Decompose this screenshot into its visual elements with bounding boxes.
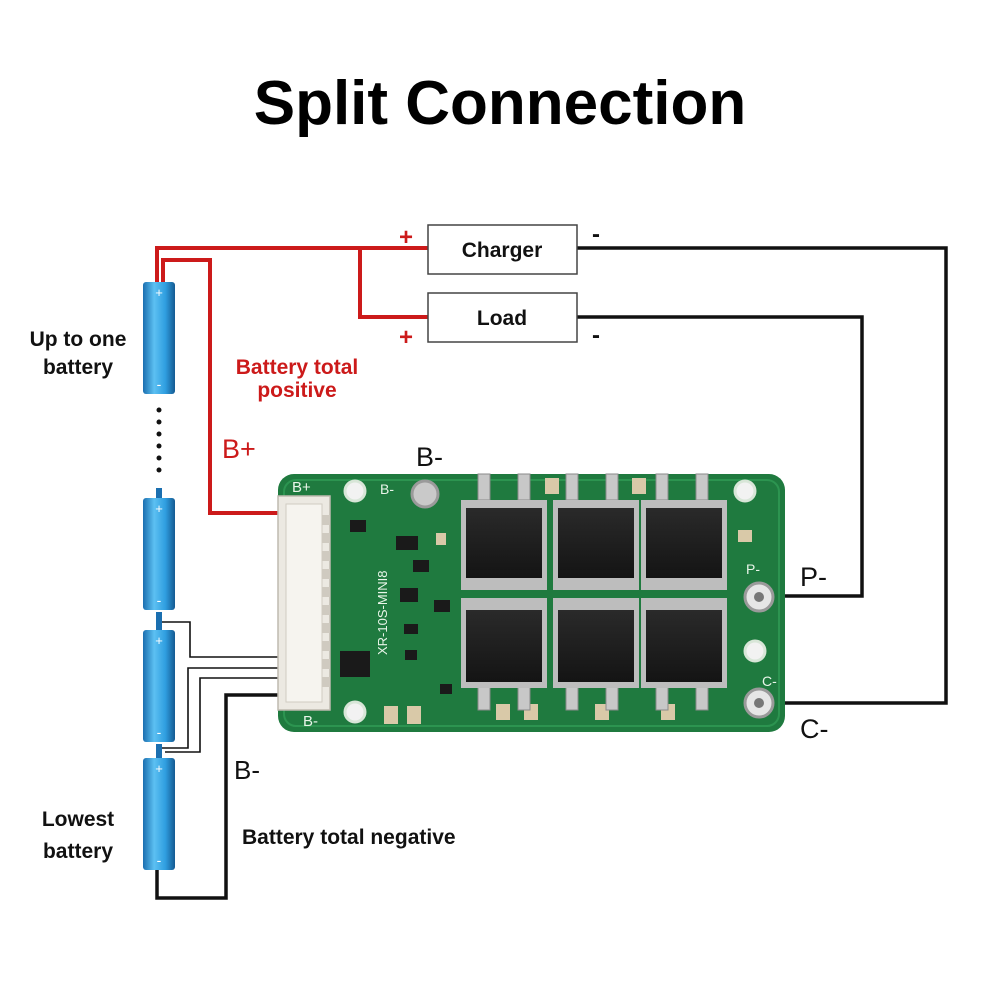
wire-positive-b-plus [161, 258, 278, 515]
b-plus-label: B+ [222, 434, 256, 464]
charger-plus: + [399, 224, 413, 251]
load-minus: - [592, 322, 600, 349]
svg-text:-: - [157, 724, 162, 740]
positive-caption-line1: Battery total [236, 356, 359, 379]
mosfet-row-top [461, 500, 727, 590]
load-label: Load [477, 307, 527, 330]
svg-text:+: + [155, 633, 163, 648]
svg-text:+: + [155, 501, 163, 516]
bottom-battery-label-line1: Lowest [42, 808, 114, 831]
wire-charger-minus [577, 246, 948, 705]
svg-text:-: - [157, 592, 162, 608]
positive-wires [155, 246, 428, 515]
charger-minus: - [592, 221, 600, 248]
top-battery-label-line1: Up to one [30, 328, 127, 351]
negative-wires [155, 246, 948, 900]
p-minus-label: P- [800, 562, 827, 592]
charger-box [427, 224, 578, 275]
board-model: XR-10S-MINI8 [375, 570, 390, 655]
battery-cell-lowest: + - [143, 758, 175, 870]
silk-b-plus: B+ [292, 479, 311, 496]
bottom-battery-label-line2: battery [43, 840, 113, 863]
balance-connector [277, 495, 331, 711]
battery-cell: + - [143, 498, 175, 610]
charger-label: Charger [462, 239, 543, 262]
load-plus: + [399, 324, 413, 351]
svg-text:-: - [157, 376, 162, 392]
negative-caption: Battery total negative [242, 826, 456, 849]
svg-text:+: + [155, 285, 163, 300]
silk-b-minus-top: B- [380, 481, 394, 497]
bms-board: B+ B- B- P- C- XR-10S-MINI8 [277, 473, 785, 732]
b-minus-top-label: B- [416, 442, 443, 472]
battery-cell: + - [143, 630, 175, 742]
page-title: Split Connection [253, 69, 747, 138]
wire-battery-total-negative [155, 693, 278, 900]
wire-positive-load [358, 248, 428, 319]
battery-stack: + - + - + - + - [143, 282, 175, 870]
silk-b-minus-bottom: B- [303, 713, 318, 730]
c-terminal [743, 687, 775, 719]
p-terminal [743, 581, 775, 613]
top-battery-label-line2: battery [43, 356, 113, 379]
positive-caption-line2: positive [257, 379, 336, 402]
c-minus-label: C- [800, 714, 829, 744]
battery-cell: + - [143, 282, 175, 394]
load-box [427, 292, 578, 343]
mosfet-row-bottom [461, 598, 727, 688]
battery-dots [156, 407, 162, 473]
svg-text:-: - [157, 852, 162, 868]
balance-wires [160, 621, 278, 753]
svg-text:+: + [155, 761, 163, 776]
wire-load-minus [577, 315, 864, 598]
silk-p: P- [746, 561, 760, 577]
wire-positive-main [155, 246, 428, 282]
b-minus-bottom-label: B- [234, 755, 260, 785]
silk-c: C- [762, 673, 777, 689]
